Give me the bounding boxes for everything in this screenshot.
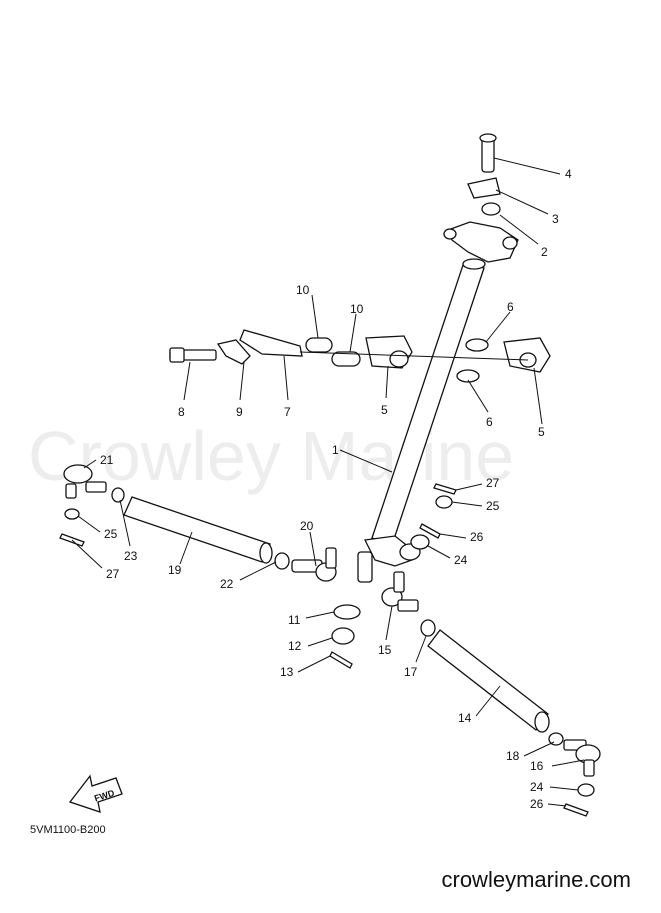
callout-14: 14 [458, 711, 472, 725]
nut-pin-set-middle [410, 483, 457, 550]
callout-24-middle: 24 [454, 553, 468, 567]
callout-27-right: 27 [486, 476, 500, 490]
callout-21: 21 [100, 453, 114, 467]
callout-3: 3 [552, 212, 559, 226]
callout-26-middle: 26 [470, 530, 484, 544]
callout-27-left: 27 [106, 567, 120, 581]
upper-bracket [443, 133, 519, 263]
assembly-line [299, 351, 529, 361]
website-link[interactable]: crowleymarine.com [441, 867, 632, 892]
fwd-arrow-icon: FWD [68, 774, 123, 813]
ball-joint-middle [274, 547, 337, 582]
callout-26-bottom: 26 [530, 797, 544, 811]
callout-22: 22 [220, 577, 234, 591]
callout-19: 19 [168, 563, 182, 577]
callout-labels: 4 3 2 10 10 6 6 5 5 7 9 8 1 27 25 26 24 … [100, 167, 572, 811]
callout-4: 4 [565, 167, 572, 181]
callout-25-left: 25 [104, 527, 118, 541]
callout-24-bottom: 24 [530, 780, 544, 794]
callout-10-right: 10 [350, 302, 364, 316]
callout-13: 13 [280, 665, 294, 679]
washer-nut-pin-set [329, 604, 361, 669]
callout-11: 11 [288, 613, 301, 627]
steering-column [357, 258, 486, 583]
callout-5-right: 5 [538, 425, 545, 439]
callout-18: 18 [506, 749, 520, 763]
callout-20: 20 [300, 519, 314, 533]
callout-1: 1 [332, 443, 339, 457]
callout-23: 23 [124, 549, 138, 563]
callout-16: 16 [530, 759, 544, 773]
tie-rod-right [381, 571, 550, 733]
leader-lines [71, 157, 585, 807]
callout-8: 8 [178, 405, 185, 419]
upper-holder-left [169, 329, 413, 369]
diagram-code: 5VM1100-B200 [30, 824, 106, 836]
tie-rod-left [59, 464, 273, 564]
callout-10-left: 10 [296, 283, 310, 297]
callout-17: 17 [404, 665, 418, 679]
upper-holder-right [456, 337, 551, 383]
callout-12: 12 [288, 639, 302, 653]
callout-6-upper: 6 [507, 300, 514, 314]
callout-5-left: 5 [381, 403, 388, 417]
callout-6-lower: 6 [486, 415, 493, 429]
callout-7: 7 [284, 405, 291, 419]
tie-rod-end-right [548, 732, 601, 817]
callout-15: 15 [378, 643, 392, 657]
watermark-text: Crowley Marine [28, 417, 514, 495]
callout-25-right: 25 [486, 499, 500, 513]
callout-2: 2 [541, 245, 548, 259]
callout-9: 9 [236, 405, 243, 419]
